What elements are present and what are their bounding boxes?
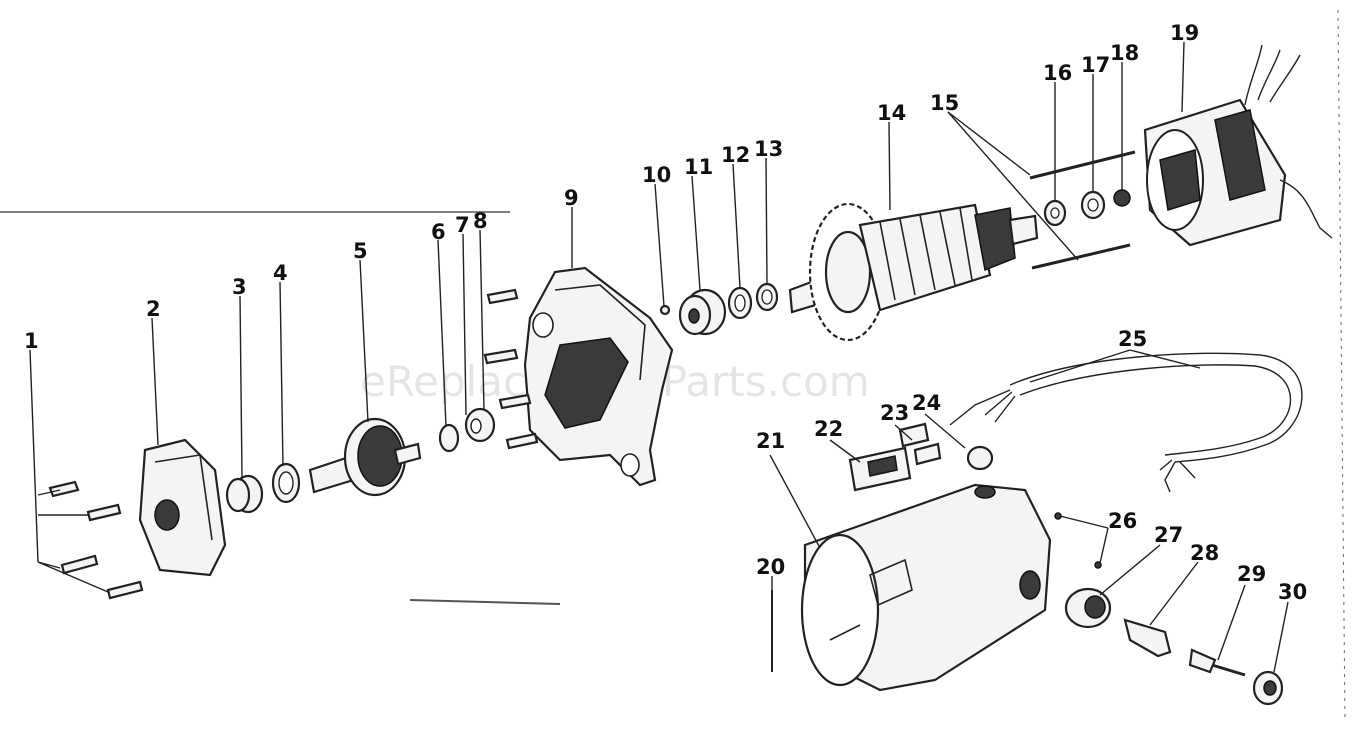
callout-24: 24: [912, 391, 941, 415]
callout-12: 12: [721, 143, 750, 167]
brush-cap-holder-part[interactable]: [1064, 587, 1112, 629]
washer-part[interactable]: [271, 462, 301, 504]
callout-20: 20: [756, 555, 785, 579]
screw-part[interactable]: [1054, 512, 1102, 569]
callout-9: 9: [564, 186, 579, 210]
callout-14: 14: [877, 101, 906, 125]
brush-tube-part[interactable]: [1123, 618, 1172, 658]
screws-part[interactable]: [48, 480, 144, 600]
cap-part[interactable]: [1252, 670, 1284, 706]
armature-part[interactable]: [788, 202, 1039, 342]
callout-8: 8: [473, 209, 488, 233]
callout-15: 15: [930, 91, 959, 115]
bearing-part[interactable]: [1113, 189, 1131, 207]
callout-27: 27: [1154, 523, 1183, 547]
callout-10: 10: [642, 163, 671, 187]
through-bolts-part[interactable]: [1029, 150, 1136, 270]
leader-lines: [29, 41, 1289, 673]
field-assembly-part[interactable]: [1143, 44, 1333, 247]
callout-18: 18: [1110, 41, 1139, 65]
wire-connector-part[interactable]: [966, 445, 994, 471]
callout-16: 16: [1043, 61, 1072, 85]
brushes-part[interactable]: [898, 422, 942, 466]
callout-26: 26: [1108, 509, 1137, 533]
screw-part[interactable]: [1188, 648, 1246, 677]
callout-23: 23: [880, 401, 909, 425]
callout-4: 4: [273, 261, 288, 285]
end-cover-part[interactable]: [138, 438, 227, 577]
callout-11: 11: [684, 155, 713, 179]
callout-22: 22: [814, 417, 843, 441]
callout-2: 2: [146, 297, 161, 321]
gear-case-part[interactable]: [483, 266, 674, 487]
callout-6: 6: [431, 220, 446, 244]
callout-30: 30: [1278, 580, 1307, 604]
washer-part[interactable]: [755, 282, 779, 312]
washer-part[interactable]: [1043, 199, 1067, 227]
bearing-part[interactable]: [464, 407, 496, 443]
bushing-part[interactable]: [225, 474, 264, 514]
callout-21: 21: [756, 429, 785, 453]
callout-29: 29: [1237, 562, 1266, 586]
callout-17: 17: [1081, 53, 1110, 77]
brush-holder-part[interactable]: [848, 446, 912, 492]
washer-part[interactable]: [727, 286, 753, 320]
callout-13: 13: [754, 137, 783, 161]
callout-19: 19: [1170, 21, 1199, 45]
ball-bearing-part[interactable]: [678, 288, 727, 336]
callout-5: 5: [353, 239, 368, 263]
washer-part[interactable]: [1080, 190, 1106, 220]
motor-housing-part[interactable]: [800, 483, 1052, 692]
washer-part[interactable]: [438, 423, 460, 453]
callout-7: 7: [455, 213, 470, 237]
callout-25: 25: [1118, 327, 1147, 351]
rule-line: [1337, 9, 1346, 721]
callout-28: 28: [1190, 541, 1219, 565]
pin-part[interactable]: [659, 304, 671, 316]
callout-3: 3: [232, 275, 247, 299]
rule-line: [409, 599, 561, 605]
cord-set-part[interactable]: [949, 352, 1303, 493]
callout-1: 1: [24, 329, 39, 353]
gear-shaft-part[interactable]: [308, 417, 422, 497]
